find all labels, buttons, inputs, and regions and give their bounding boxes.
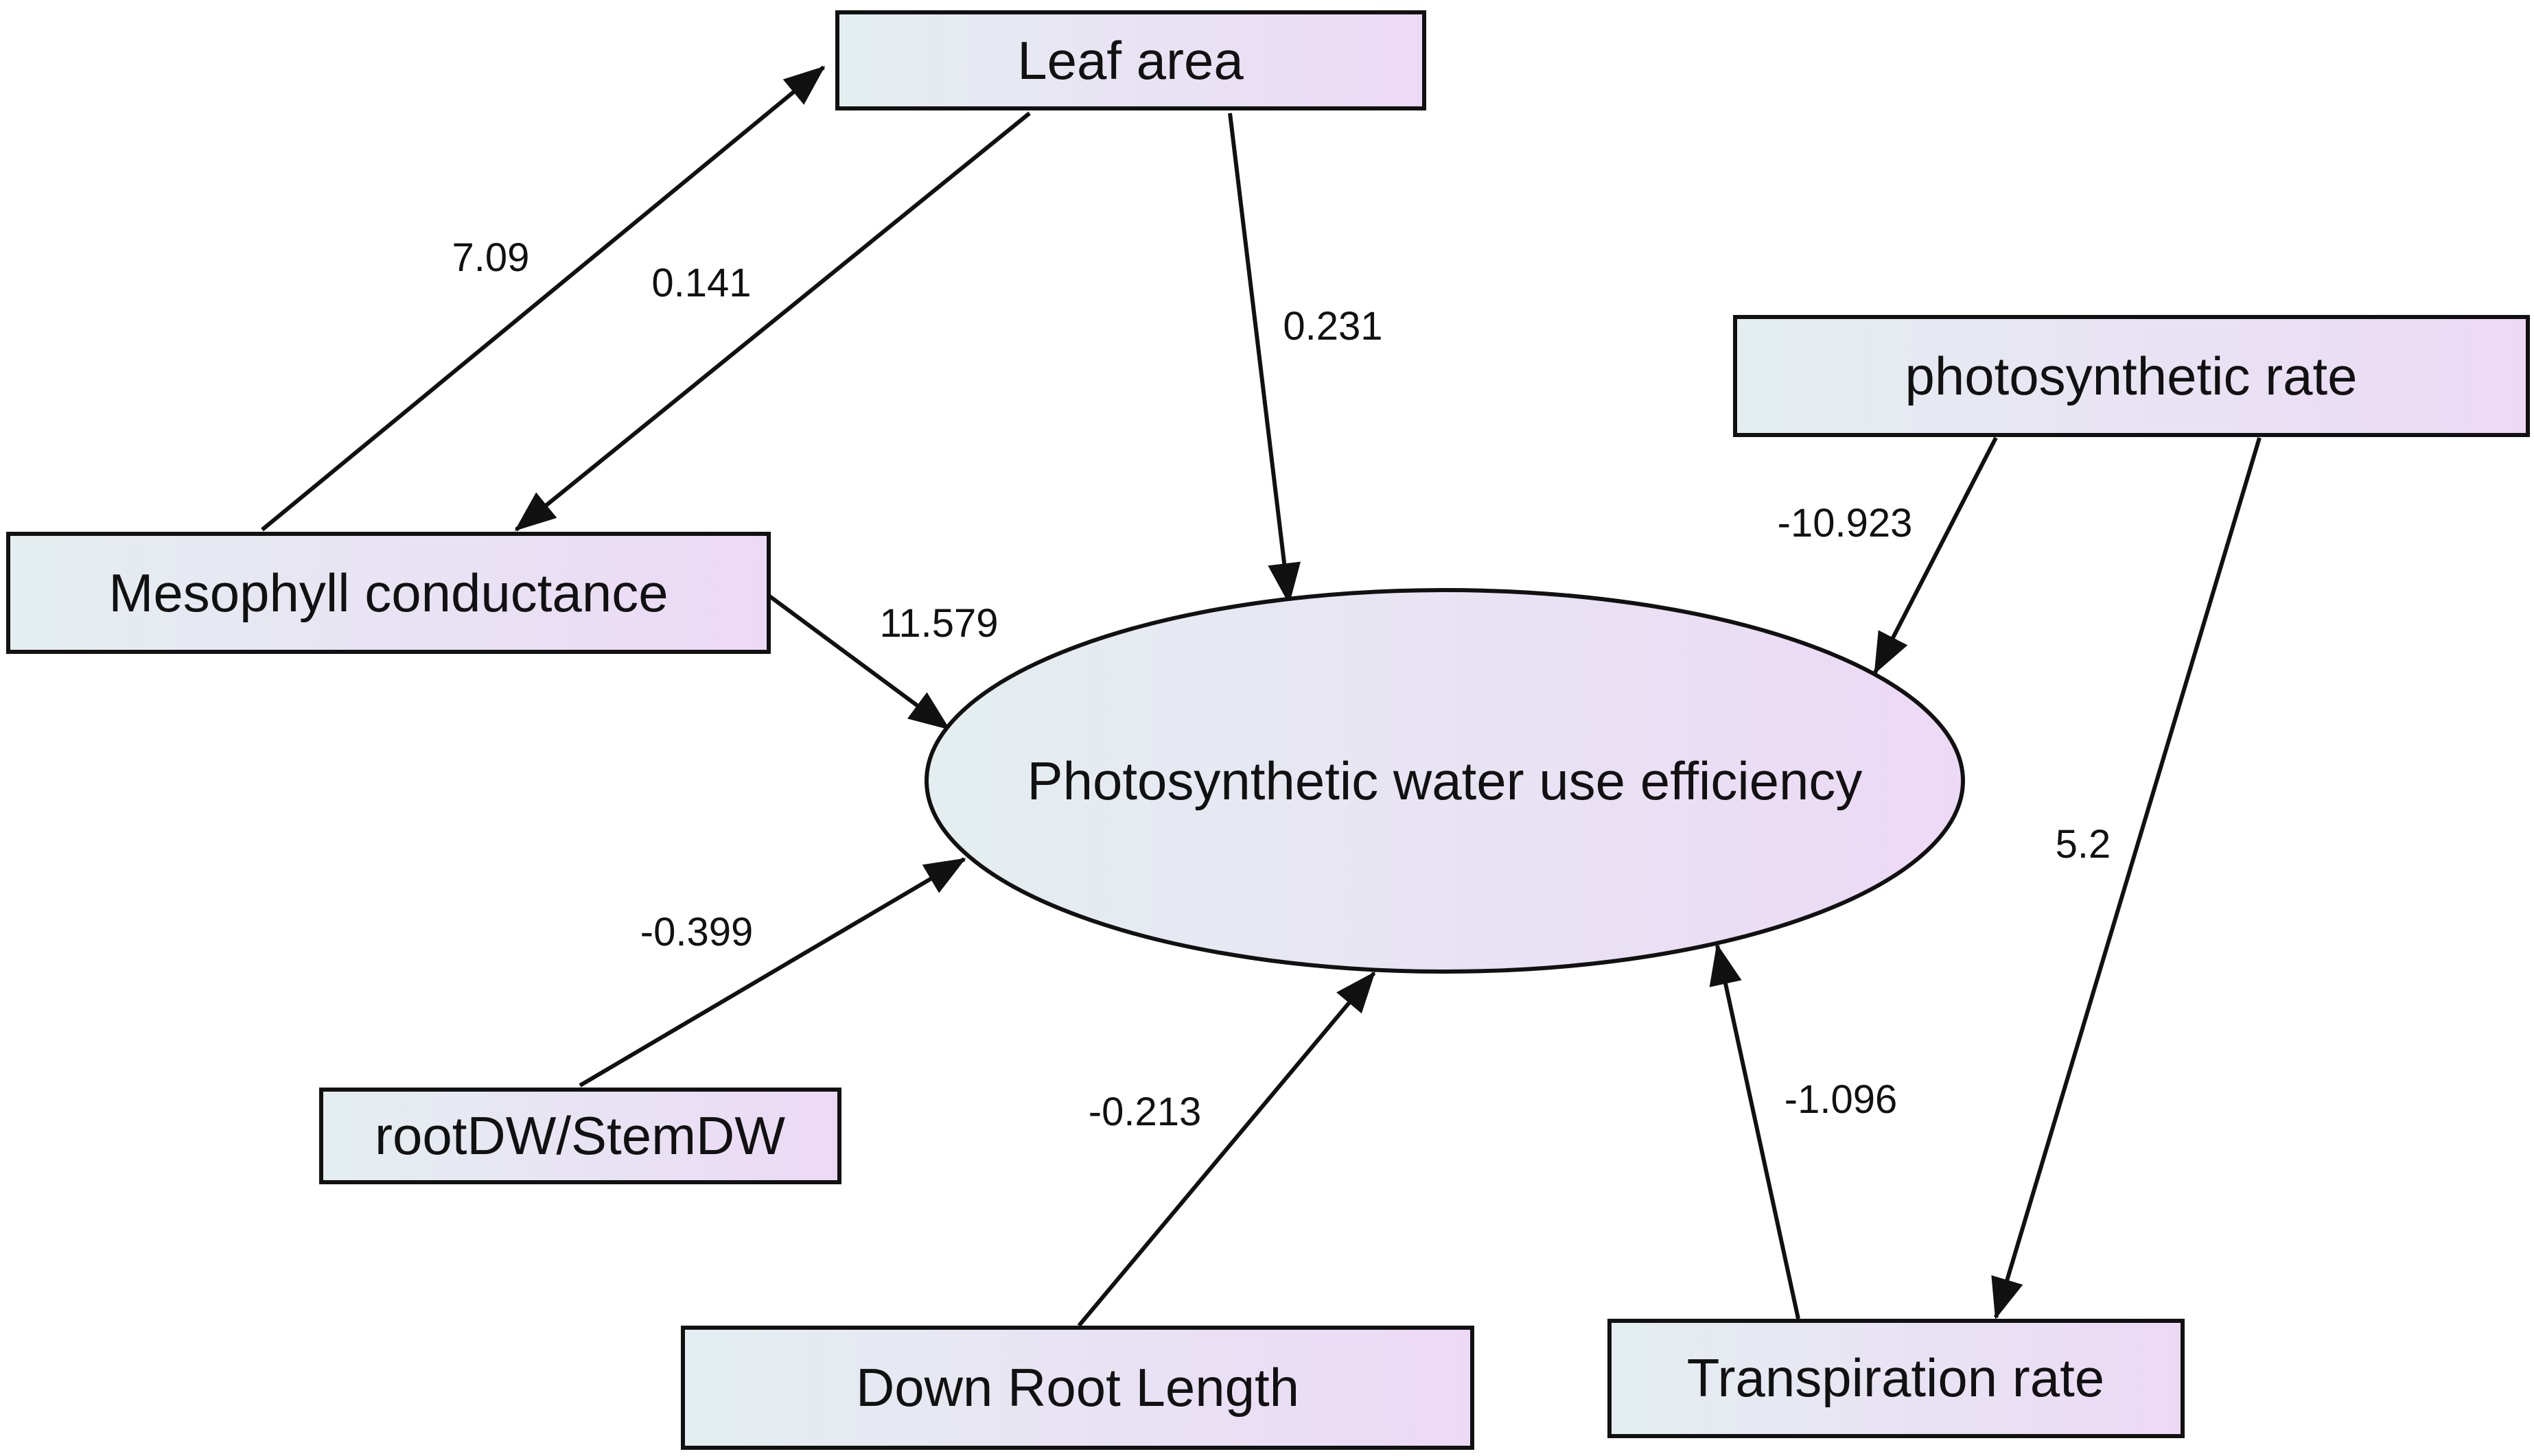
edge-leaf-area-to-pwue — [1228, 113, 1301, 604]
node-leaf-area: Leaf area — [835, 10, 1426, 110]
node-label: Leaf area — [1017, 30, 1244, 91]
node-rootdw-stemdw: rootDW/StemDW — [319, 1088, 841, 1184]
edge-mesophyll-to-leaf-area — [261, 65, 826, 532]
label-downroot-to-pwue: -0.213 — [1089, 1090, 1201, 1134]
label-rootstem-to-pwue: -0.399 — [640, 910, 753, 954]
node-label: Down Root Length — [856, 1357, 1299, 1418]
node-label: Photosynthetic water use efficiency — [1027, 751, 1863, 811]
label-leaf-area-to-mesophyll: 0.141 — [651, 261, 751, 305]
edge-mesophyll-to-pwue — [767, 594, 951, 731]
node-box — [1607, 1319, 2185, 1438]
node-label: rootDW/StemDW — [375, 1105, 785, 1166]
node-box — [1733, 315, 2530, 437]
node-box — [319, 1088, 841, 1184]
label-photo-rate-to-transpiration: 5.2 — [2056, 822, 2111, 867]
node-photosynthetic-rate: photosynthetic rate — [1733, 315, 2530, 437]
edge-transpiration-to-pwue — [1709, 943, 1800, 1319]
edge-photo-rate-to-transpiration — [1991, 437, 2262, 1319]
edge-labels: 7.09 0.141 0.231 11.579 -10.923 5.2 -0.3… — [452, 235, 2111, 1134]
label-mesophyll-to-pwue: 11.579 — [879, 601, 998, 646]
edge-leaf-area-to-mesophyll — [514, 111, 1031, 532]
edges — [261, 65, 2262, 1327]
node-mesophyll-conductance: Mesophyll conductance — [6, 532, 771, 654]
edge-photo-rate-to-pwue — [1873, 436, 1998, 674]
label-leaf-area-to-pwue: 0.231 — [1283, 304, 1382, 349]
node-box — [835, 10, 1426, 110]
node-photosynthetic-water-use-efficiency: Photosynthetic water use efficiency — [925, 588, 1965, 974]
node-label: Mesophyll conductance — [108, 563, 668, 623]
node-label: photosynthetic rate — [1905, 346, 2357, 406]
node-down-root-length: Down Root Length — [681, 1326, 1474, 1450]
node-box — [681, 1326, 1474, 1450]
node-ellipse — [925, 588, 1965, 974]
edge-rootstem-to-pwue — [579, 857, 966, 1088]
label-photo-rate-to-pwue: -10.923 — [1778, 501, 1913, 545]
label-mesophyll-to-leaf-area: 7.09 — [452, 235, 530, 280]
label-transpiration-to-pwue: -1.096 — [1785, 1077, 1897, 1122]
node-label: Transpiration rate — [1687, 1348, 2104, 1408]
node-box — [6, 532, 771, 654]
node-transpiration-rate: Transpiration rate — [1607, 1319, 2185, 1438]
edge-downroot-to-pwue — [1077, 971, 1376, 1327]
